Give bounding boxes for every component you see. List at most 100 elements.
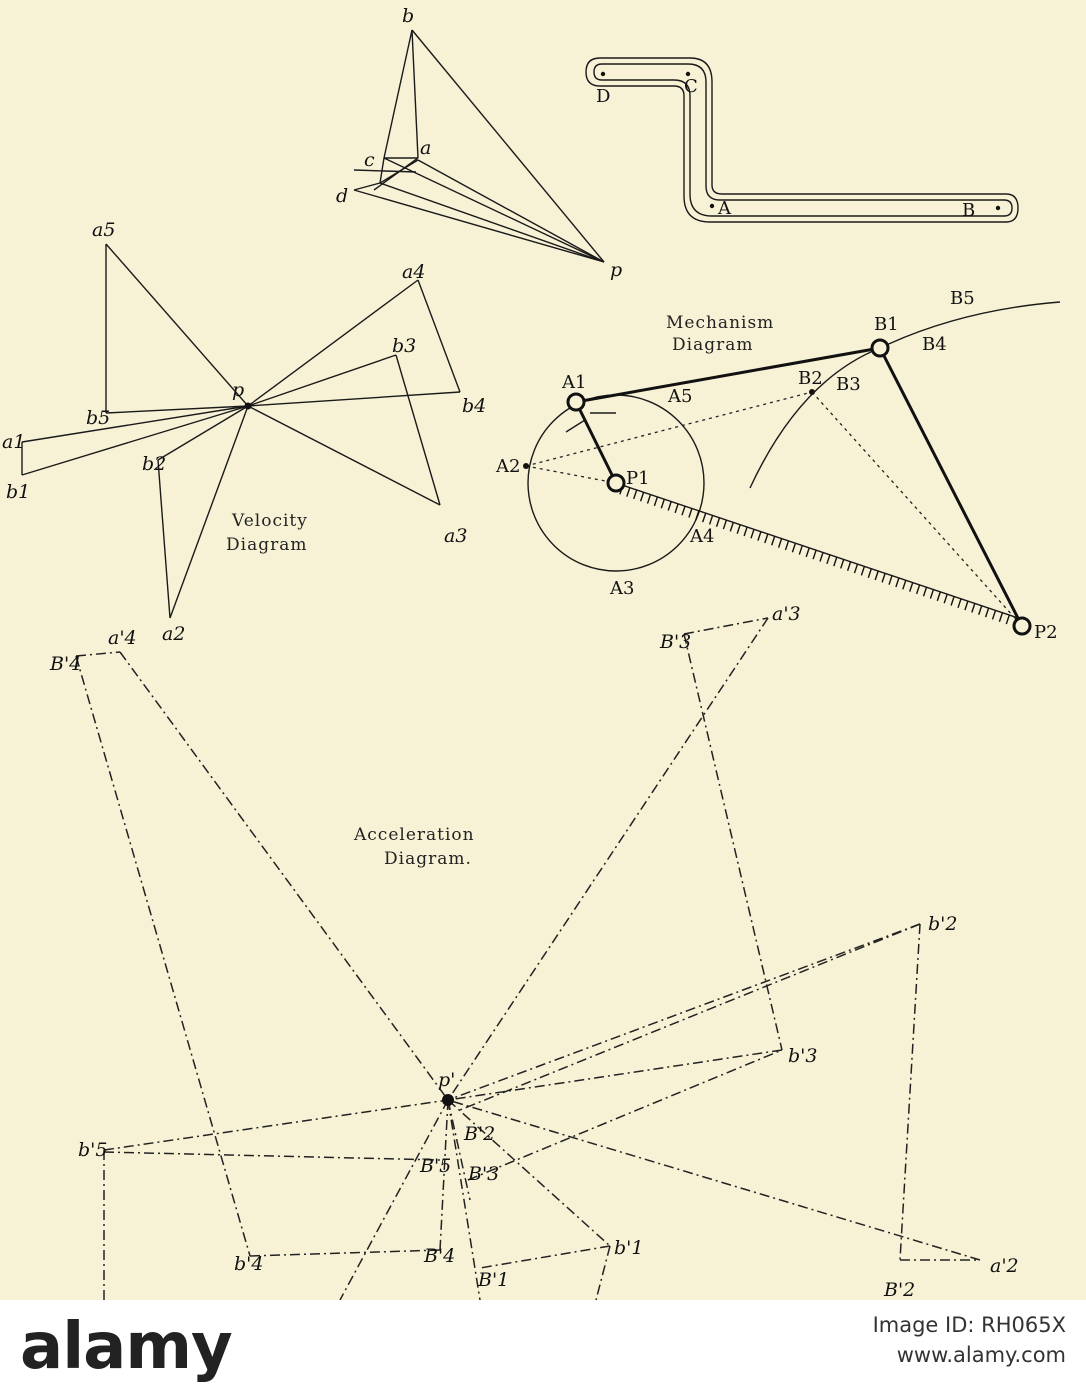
- hatch-mark: [702, 512, 707, 523]
- label-A: A: [717, 198, 732, 219]
- hatch-mark: [978, 605, 983, 616]
- label-B5: B5: [950, 288, 975, 309]
- label-b-prime-1: b'1: [614, 1237, 643, 1259]
- hatch-mark: [708, 515, 714, 525]
- label-A3: A3: [609, 578, 634, 599]
- label-p-prime: p': [438, 1069, 455, 1091]
- top-triangle-diagram: b a c d p: [336, 5, 622, 281]
- label-B4: B4: [922, 334, 947, 355]
- label-b: b: [402, 5, 414, 27]
- label-a3: a3: [444, 525, 467, 547]
- acceleration-diagram: Acceleration Diagram. B'4 a'4 B'3 a'3 b'…: [49, 603, 1019, 1300]
- hatch-mark: [819, 552, 824, 562]
- hatch-mark: [957, 598, 962, 609]
- hatch-mark: [860, 566, 866, 576]
- label-a-prime-4: a'4: [108, 627, 137, 649]
- hatch-mark: [936, 591, 941, 602]
- label-B-prime-1: B'1: [477, 1269, 509, 1291]
- image-id-line: Image ID: RH065X: [872, 1313, 1066, 1337]
- hatch-mark: [840, 559, 845, 569]
- hatch-mark: [695, 510, 700, 521]
- hatch-mark: [984, 607, 990, 618]
- hatch-mark: [736, 524, 741, 534]
- label-b-prime-4: b'4: [234, 1253, 263, 1275]
- hatch-mark: [964, 600, 969, 611]
- label-C: C: [684, 76, 698, 97]
- label-B-prime-4-top: B'4: [49, 653, 81, 675]
- image-id-block: Image ID: RH065X www.alamy.com: [873, 1310, 1066, 1370]
- hatch-mark: [674, 503, 679, 514]
- label-c: c: [364, 149, 375, 171]
- hatch-mark: [653, 496, 659, 507]
- hatch-mark: [922, 587, 928, 597]
- hatch-mark: [784, 540, 790, 551]
- hatch-mark: [909, 582, 914, 592]
- hatch-mark: [667, 501, 672, 511]
- label-a2: a2: [162, 623, 185, 645]
- label-a-prime-2: a'2: [990, 1255, 1019, 1277]
- hatch-mark: [688, 508, 693, 518]
- velocity-title-line1: Velocity: [231, 511, 308, 531]
- label-B3: B3: [836, 374, 861, 395]
- hatch-mark: [971, 603, 976, 613]
- label-A5: A5: [667, 386, 692, 407]
- hatch-mark: [750, 529, 755, 539]
- hatch-mark: [715, 517, 721, 527]
- hatch-mark: [791, 543, 797, 553]
- hatch-mark: [888, 575, 893, 585]
- label-A2: A2: [495, 456, 520, 477]
- label-B-prime-2-bottom: B'2: [883, 1279, 915, 1300]
- label-b-prime-5: b'5: [78, 1139, 107, 1161]
- label-B-prime-5: B'5: [419, 1155, 451, 1177]
- label-B-prime-3-mid: B'3: [467, 1163, 499, 1185]
- hatch-mark: [626, 487, 631, 497]
- label-B: B: [962, 200, 975, 221]
- hatch-mark: [998, 612, 1004, 622]
- hatch-mark: [743, 526, 748, 537]
- label-b2: b2: [142, 453, 166, 475]
- hatch-mark: [991, 610, 997, 620]
- label-b5: b5: [86, 407, 110, 429]
- label-a4: a4: [402, 261, 425, 283]
- label-P1: P1: [626, 468, 650, 489]
- hatch-mark: [950, 596, 955, 606]
- mechanism-title-line1: Mechanism: [666, 313, 774, 333]
- hatch-mark: [867, 568, 872, 578]
- label-a1: a1: [2, 431, 25, 453]
- hatch-mark: [757, 531, 762, 541]
- hatch-mark: [681, 505, 686, 516]
- kinematics-figure: b a c d p D C A B a5 a4: [2, 5, 1061, 1300]
- velocity-title-line2: Diagram: [226, 535, 307, 555]
- hatch-mark: [764, 533, 769, 544]
- hatch-mark: [874, 570, 879, 581]
- hatch-mark: [929, 589, 935, 599]
- hatch-mark: [633, 489, 638, 500]
- label-D: D: [596, 86, 610, 107]
- label-B-prime-4-bottom: B'4: [423, 1245, 455, 1267]
- hatch-mark: [1005, 614, 1010, 625]
- label-b-prime-2: b'2: [928, 913, 957, 935]
- label-b-prime-3: b'3: [788, 1045, 817, 1067]
- acceleration-title-line2: Diagram.: [384, 849, 472, 869]
- label-b1: b1: [6, 481, 30, 503]
- label-B1: B1: [874, 314, 899, 335]
- label-p: p: [610, 259, 622, 281]
- hatch-mark: [812, 549, 817, 560]
- hatch-mark: [853, 563, 859, 574]
- label-a5: a5: [92, 219, 115, 241]
- label-a: a: [420, 137, 431, 159]
- label-P2: P2: [1034, 622, 1058, 643]
- hatch-mark: [729, 522, 734, 532]
- link-shape: D C A B: [585, 57, 1019, 223]
- hatch-mark: [895, 577, 900, 588]
- hatch-mark: [881, 573, 886, 583]
- label-b3: b3: [392, 335, 416, 357]
- alamy-logo: alamy: [20, 1310, 233, 1384]
- hatch-mark: [826, 554, 831, 565]
- hatch-mark: [660, 498, 665, 509]
- hatch-mark: [902, 580, 907, 590]
- label-A1: A1: [561, 372, 586, 393]
- hatch-mark: [798, 545, 803, 555]
- label-a-prime-3: a'3: [772, 603, 801, 625]
- hatch-mark: [846, 561, 852, 571]
